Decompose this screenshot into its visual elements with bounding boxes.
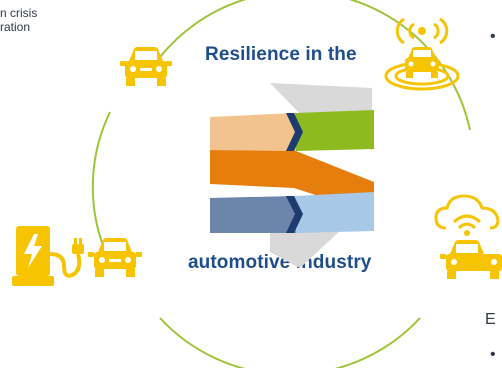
title-top: Resilience in the [205, 44, 357, 65]
right-bullet-bottom: • [490, 346, 496, 363]
left-text-line-2: ration [0, 20, 31, 34]
autonomous-car-signal-icon [384, 17, 460, 91]
ev-charging-car-icon [12, 226, 142, 286]
connected-car-cloud-wifi-icon [434, 194, 502, 279]
left-text-fragment: n crisis ration [0, 6, 37, 34]
title-bottom: automotive industry [188, 252, 372, 273]
car-icon [120, 47, 172, 86]
left-text-line-1: n crisis [0, 6, 38, 20]
right-label-fragment: E [485, 311, 496, 328]
right-bullet-top: • [490, 28, 496, 45]
